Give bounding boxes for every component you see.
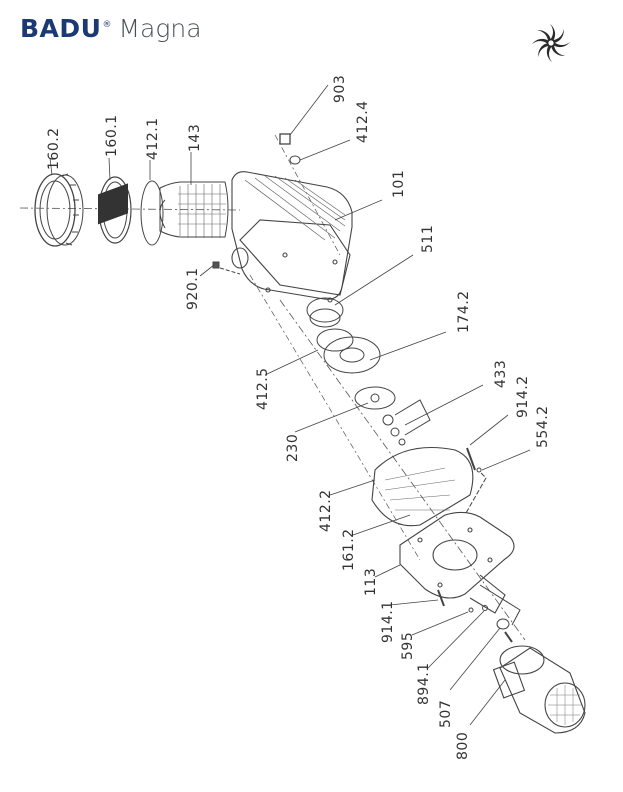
product-name: Magna (118, 14, 202, 43)
part-412-1-oring (140, 180, 164, 246)
part-label: 160.1 (104, 114, 120, 157)
part-174-2-diffuser (323, 336, 381, 374)
part-label: 143 (187, 123, 203, 152)
part-903-plug (279, 133, 291, 145)
part-label: 894.1 (416, 662, 432, 705)
part-label: 161.2 (341, 528, 357, 571)
part-511-ring (306, 297, 344, 328)
part-label: 920.1 (185, 267, 201, 310)
part-914-2-screw (466, 447, 476, 471)
part-label: 412.2 (318, 489, 334, 532)
part-label: 507 (438, 699, 454, 728)
part-160-2-union-nut (34, 173, 84, 247)
part-894-1 (482, 605, 488, 611)
part-101-housing (231, 171, 353, 303)
swirl-impeller-icon (532, 24, 570, 62)
part-412-4-oring (289, 155, 301, 165)
part-160-1-lid (98, 176, 132, 244)
part-label: 903 (332, 74, 348, 103)
part-113-lantern (399, 511, 515, 614)
part-230-impeller (354, 386, 396, 410)
page-header: BADU ® Magna (20, 14, 202, 48)
part-label: 511 (420, 224, 436, 253)
part-label: 433 (493, 359, 509, 388)
part-label: 914.2 (515, 375, 531, 418)
part-412-5-oring (316, 328, 354, 352)
part-554-2-washer (476, 467, 482, 473)
registered-mark: ® (102, 20, 112, 30)
brand-name: BADU (20, 14, 102, 43)
part-507-oring (496, 618, 510, 630)
part-label: 914.1 (380, 600, 396, 643)
part-914-1-screw (437, 589, 445, 607)
part-label: 412.4 (355, 100, 371, 143)
part-161-2-cover (371, 447, 474, 527)
part-920-1-nut (212, 261, 220, 269)
part-143-basket (159, 181, 229, 238)
part-label: 160.2 (46, 127, 62, 170)
part-label: 412.1 (145, 117, 161, 160)
part-595 (468, 607, 474, 613)
part-label: 230 (285, 433, 301, 462)
part-433-seal (382, 414, 406, 446)
part-label: 595 (400, 631, 416, 660)
part-label: 412.5 (255, 367, 271, 410)
part-label: 554.2 (535, 405, 551, 448)
part-800-motor (492, 631, 586, 734)
part-label: 101 (391, 169, 407, 198)
part-label: 113 (363, 567, 379, 596)
part-label: 174.2 (456, 290, 472, 333)
part-label: 800 (455, 731, 471, 760)
